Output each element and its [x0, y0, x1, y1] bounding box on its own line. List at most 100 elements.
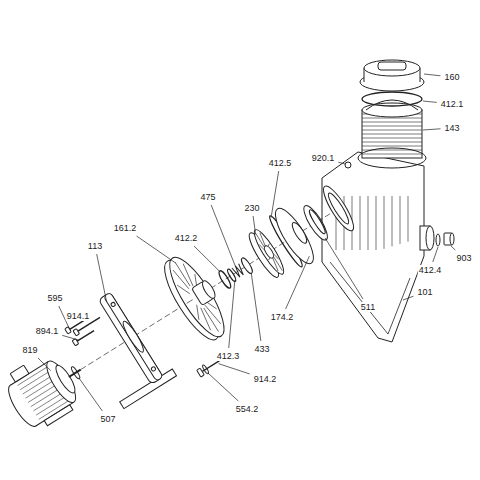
impeller-vane	[256, 233, 266, 248]
axial-parts	[0, 162, 382, 470]
leader-line	[403, 296, 413, 300]
leader-line	[286, 256, 310, 309]
mechanical-seal	[240, 256, 255, 274]
leader-line	[229, 280, 235, 348]
callout-number: 511	[360, 302, 376, 312]
screw-head	[197, 368, 205, 377]
callout-number: 920.1	[311, 153, 336, 163]
seal-plate-rib	[192, 305, 205, 320]
o-ring	[436, 234, 440, 246]
lid-grip	[378, 62, 406, 70]
seal-plate-rib	[177, 282, 190, 297]
wear-ring	[300, 203, 331, 243]
leader-line	[211, 205, 235, 266]
seal-plate	[161, 251, 233, 344]
callout-number: 507	[99, 414, 116, 424]
housing-edge	[330, 262, 410, 334]
housing-rib	[376, 196, 377, 250]
inlet-bore	[326, 191, 352, 226]
callout-number: 903	[455, 253, 472, 263]
leader-line	[433, 247, 438, 262]
housing-rib	[392, 196, 393, 246]
callout-number: 412.5	[268, 158, 293, 168]
leader-line	[208, 373, 239, 401]
screw-head	[73, 329, 80, 336]
outlet-face	[426, 226, 434, 250]
callout-number: 143	[443, 123, 460, 133]
basket-slot	[362, 142, 422, 143]
motor-fin	[23, 375, 54, 394]
lid-top	[364, 60, 420, 76]
leader-line	[271, 171, 279, 218]
housing-body	[322, 152, 424, 342]
callout-number: 914.1	[66, 311, 91, 321]
leader-line	[251, 272, 261, 341]
motor-fin	[33, 392, 64, 411]
housing-collar	[358, 148, 426, 168]
impeller-vane	[271, 258, 280, 271]
callout-number: 819	[21, 345, 38, 355]
motor-fin	[31, 388, 62, 407]
screw-head	[65, 327, 72, 334]
plug-face	[450, 233, 454, 245]
basket-slot	[362, 154, 422, 155]
impeller-hub	[263, 244, 276, 259]
housing-rib	[360, 196, 361, 250]
leader-line	[423, 129, 440, 130]
callout-number: 113	[87, 241, 103, 251]
housing-rib	[368, 196, 369, 250]
seal-plate-rib	[180, 264, 196, 286]
leader-line	[97, 254, 107, 302]
bracket-face	[103, 292, 163, 381]
housing-rib	[400, 196, 401, 244]
screw-shank	[77, 331, 94, 342]
motor-foot	[44, 405, 73, 426]
leader-line	[325, 238, 363, 299]
seal-hub-face	[200, 279, 217, 300]
vent-plug	[345, 162, 351, 168]
shaft-axis	[65, 208, 338, 379]
basket-slot	[362, 126, 422, 127]
callout-number: 412.3	[216, 351, 241, 361]
basket-slot	[362, 138, 422, 139]
bolt-hole	[151, 366, 157, 372]
callout-number: 174.2	[270, 312, 295, 322]
impeller-vane	[258, 233, 267, 246]
motor-fin	[25, 379, 56, 398]
callout-number: 475	[199, 192, 216, 202]
callout-number: 595	[46, 293, 63, 303]
impeller-vane	[273, 255, 283, 270]
terminal-box	[10, 365, 29, 382]
callout-number: 412.4	[418, 265, 443, 275]
leader-line	[338, 162, 345, 164]
leader-line	[194, 246, 220, 272]
diffuser-eye	[290, 221, 310, 246]
bracket-plate	[98, 292, 163, 384]
basket-slot	[362, 134, 422, 135]
basket-slot	[362, 146, 422, 147]
basket-slot	[362, 130, 422, 131]
o-ring	[226, 268, 237, 282]
leader-line	[423, 101, 437, 102]
callout-number: 412.1	[440, 99, 465, 109]
wear-ring-bore	[307, 208, 327, 235]
seal-plate-rib	[187, 300, 193, 304]
basket-slot	[362, 118, 422, 119]
motor-front	[42, 357, 81, 406]
callout-number: 433	[253, 344, 270, 354]
o-ring	[217, 269, 233, 289]
callout-number: 914.2	[253, 374, 278, 384]
leader-lines	[38, 74, 455, 411]
basket-rim	[362, 103, 422, 117]
basket-slot	[362, 122, 422, 123]
leader-line	[424, 74, 440, 76]
shaft-ring	[70, 366, 81, 380]
seal-plate-rib	[198, 308, 214, 330]
callout-number: 894.1	[35, 326, 60, 336]
callout-number: 412.2	[174, 233, 199, 243]
leader-line	[38, 358, 51, 371]
lid-o-ring	[362, 92, 422, 106]
leader-line	[253, 216, 256, 234]
